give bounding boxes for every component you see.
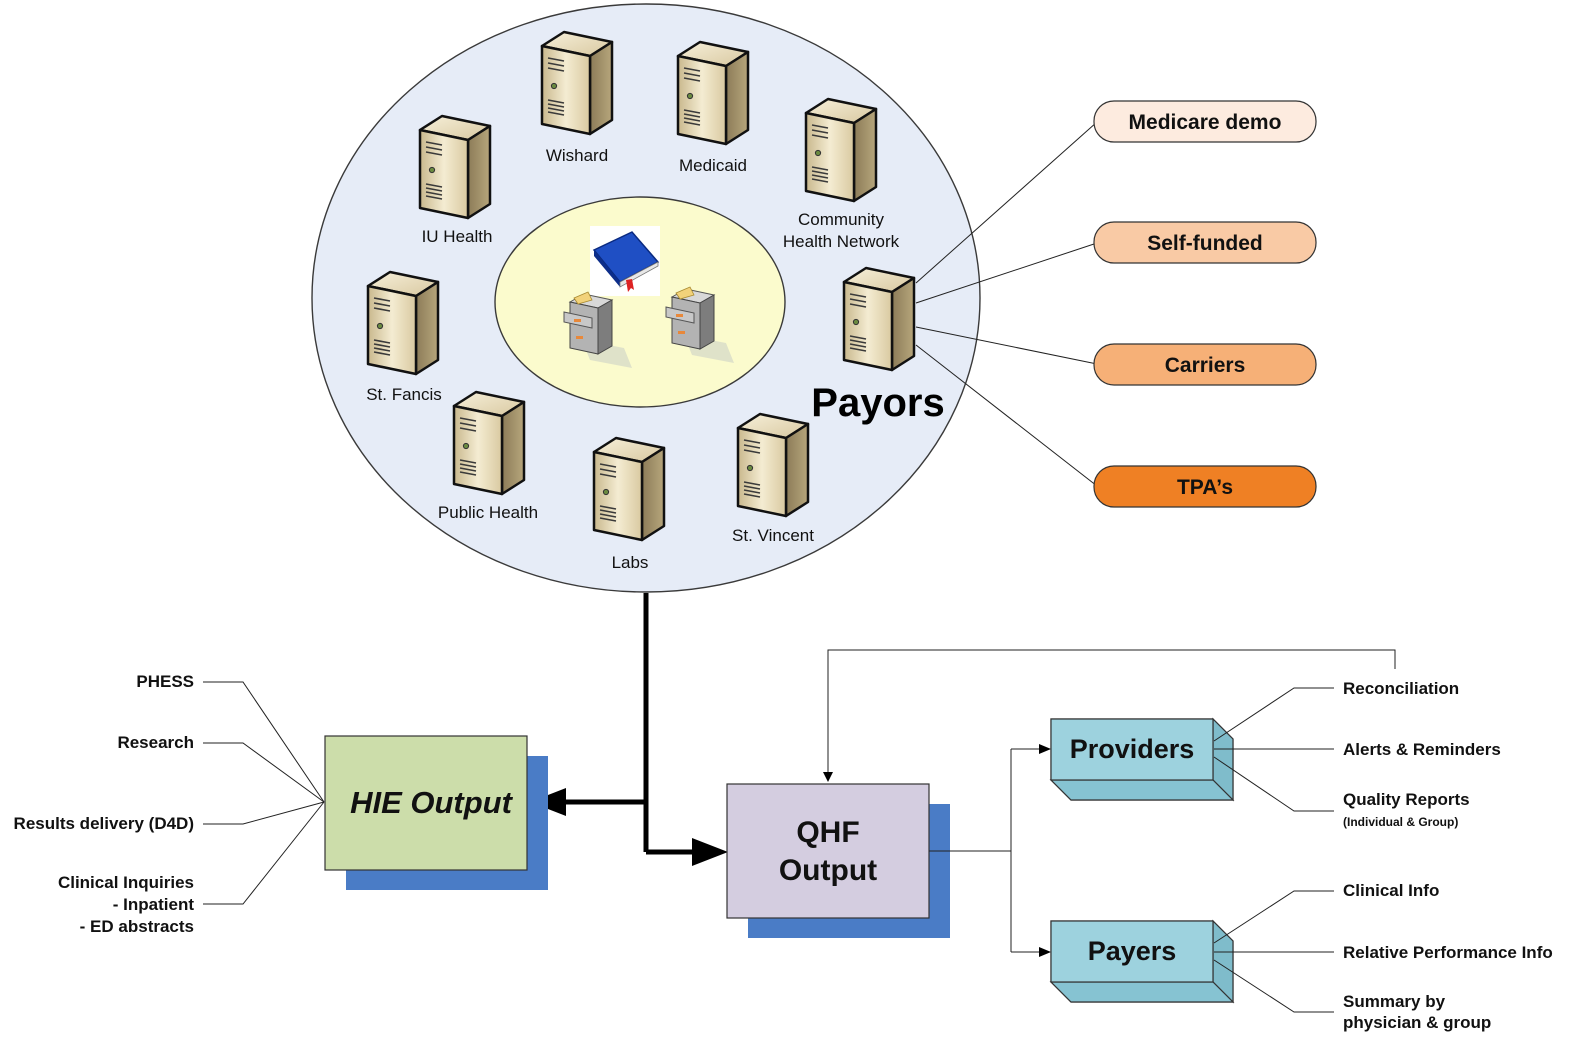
server-icon [676,40,750,146]
payor-pill-self-funded: Self-funded [1093,221,1317,264]
hie-input-connectors [203,681,325,905]
server-label-iu-health: IU Health [422,227,493,246]
providers-output-quality-reports: Quality Reports [1343,790,1470,809]
main-flow-lines [556,593,702,855]
payors-label: Payors [811,381,944,425]
providers-output-reconciliation: Reconciliation [1343,679,1459,698]
hie-output-box [324,735,528,871]
providers-box [1049,717,1235,802]
hie-input-ed-abstracts: - ED abstracts [80,917,194,936]
providers-label: Providers [1070,734,1195,764]
server-label-wishard: Wishard [546,146,608,165]
providers-output-connectors [1213,687,1334,812]
server-icon [540,30,614,136]
server-label-st-vincent: St. Vincent [732,526,814,545]
hie-input-inpatient: - Inpatient [113,895,195,914]
server-label-labs: Labs [612,553,649,572]
hie-input-research: Research [117,733,194,752]
server-icon [842,266,916,372]
server-label-community-line2: Health Network [783,232,900,251]
server-icon [418,114,492,220]
server-icon [452,390,526,496]
server-icon [736,412,810,518]
providers-output-quality-note: (Individual & Group) [1343,815,1458,829]
qhf-output-label-line2: Output [779,854,877,887]
payers-output-clinical-info: Clinical Info [1343,881,1439,900]
feedback-loop-line [823,649,1396,782]
payor-pill-tpas-label: TPA’s [1177,476,1233,499]
server-label-community: Community [798,210,884,229]
arrow-to-qhf [692,838,728,866]
payor-pill-self-funded-label: Self-funded [1147,232,1263,255]
server-icon [366,270,440,376]
qhf-branch-lines [929,749,1012,952]
book-icon [590,226,660,296]
payor-pill-medicare-label: Medicare demo [1129,111,1282,134]
payor-pill-carriers: Carriers [1093,343,1317,386]
qhf-output-box [726,783,930,919]
server-icon [592,436,666,542]
hie-input-clinical-inquiries: Clinical Inquiries [58,873,194,892]
server-icon [804,97,878,203]
payor-pill-medicare: Medicare demo [1093,100,1317,143]
payers-box [1049,919,1235,1004]
payers-output-connectors [1213,890,1334,1013]
payers-label: Payers [1088,936,1177,966]
payers-output-summary: Summary by [1343,992,1446,1011]
providers-output-alerts: Alerts & Reminders [1343,740,1501,759]
payers-output-summary-line2: physician & group [1343,1013,1491,1032]
qhf-output-label-line1: QHF [796,816,859,849]
payor-connectors [915,121,1098,487]
hie-input-results-delivery: Results delivery (D4D) [14,814,194,833]
hie-input-phess: PHESS [136,672,194,691]
payor-pill-tpas: TPA’s [1093,465,1317,508]
hie-output-label: HIE Output [350,785,514,820]
payers-output-relative-performance: Relative Performance Info [1343,943,1553,962]
payor-pill-carriers-label: Carriers [1165,354,1246,377]
server-label-public-health: Public Health [438,503,538,522]
server-label-st-fancis: St. Fancis [366,385,442,404]
server-label-medicaid: Medicaid [679,156,747,175]
